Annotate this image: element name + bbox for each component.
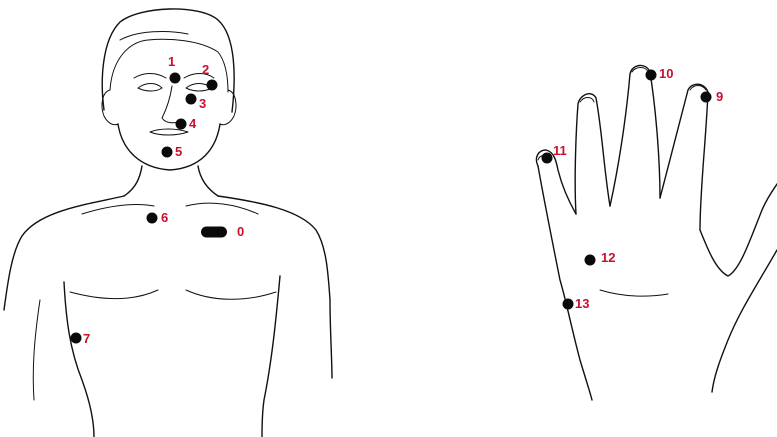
point-2-label: 2 [202,62,209,77]
point-1-marker [170,73,181,84]
neck-left [124,166,142,196]
point-12-label: 12 [601,250,615,265]
neck-right [198,166,218,196]
mouth [150,129,188,135]
point-10-marker [646,70,657,81]
point-12-marker [585,255,596,266]
point-0-marker [201,227,227,238]
point-3-label: 3 [199,96,206,111]
point-10-label: 10 [659,66,673,81]
point-6-label: 6 [161,210,168,225]
point-9-label: 9 [716,89,723,104]
left-eyebrow [134,74,166,79]
point-13-label: 13 [575,296,589,311]
left-pectoral [70,290,158,299]
index-finger [660,84,708,230]
point-11-marker [542,153,553,164]
left-eye [138,84,162,92]
point-5-marker [162,147,173,158]
point-5-label: 5 [175,144,182,159]
point-7-label: 7 [83,331,90,346]
thumb [700,184,777,276]
hair-part [120,32,188,40]
point-9-marker [701,92,712,103]
right-side [262,276,280,437]
point-4-label: 4 [189,116,197,131]
point-0-label: 0 [237,224,244,239]
ring-finger [575,94,610,214]
palm-crease [600,290,668,296]
point-11-label: 11 [553,143,567,158]
palm-left-edge [538,166,592,400]
point-2-marker [207,80,218,91]
middle-nail [632,68,648,73]
nose [162,86,182,123]
point-13-marker [563,299,574,310]
point-7-marker [71,333,82,344]
left-clavicle [82,204,154,214]
right-shoulder-arm [218,196,332,378]
left-arm-inner [33,300,40,400]
left-ear [102,90,118,125]
right-clavicle [186,203,258,214]
hand-figure [536,65,777,400]
left-side [64,282,94,437]
middle-finger [610,65,660,206]
right-ear [220,90,236,125]
right-eyebrow [184,74,214,79]
right-pectoral [186,290,276,299]
point-4-marker [176,119,187,130]
point-6-marker [147,213,158,224]
point-1-label: 1 [168,54,175,69]
ring-nail [580,98,594,103]
point-3-marker [186,94,197,105]
